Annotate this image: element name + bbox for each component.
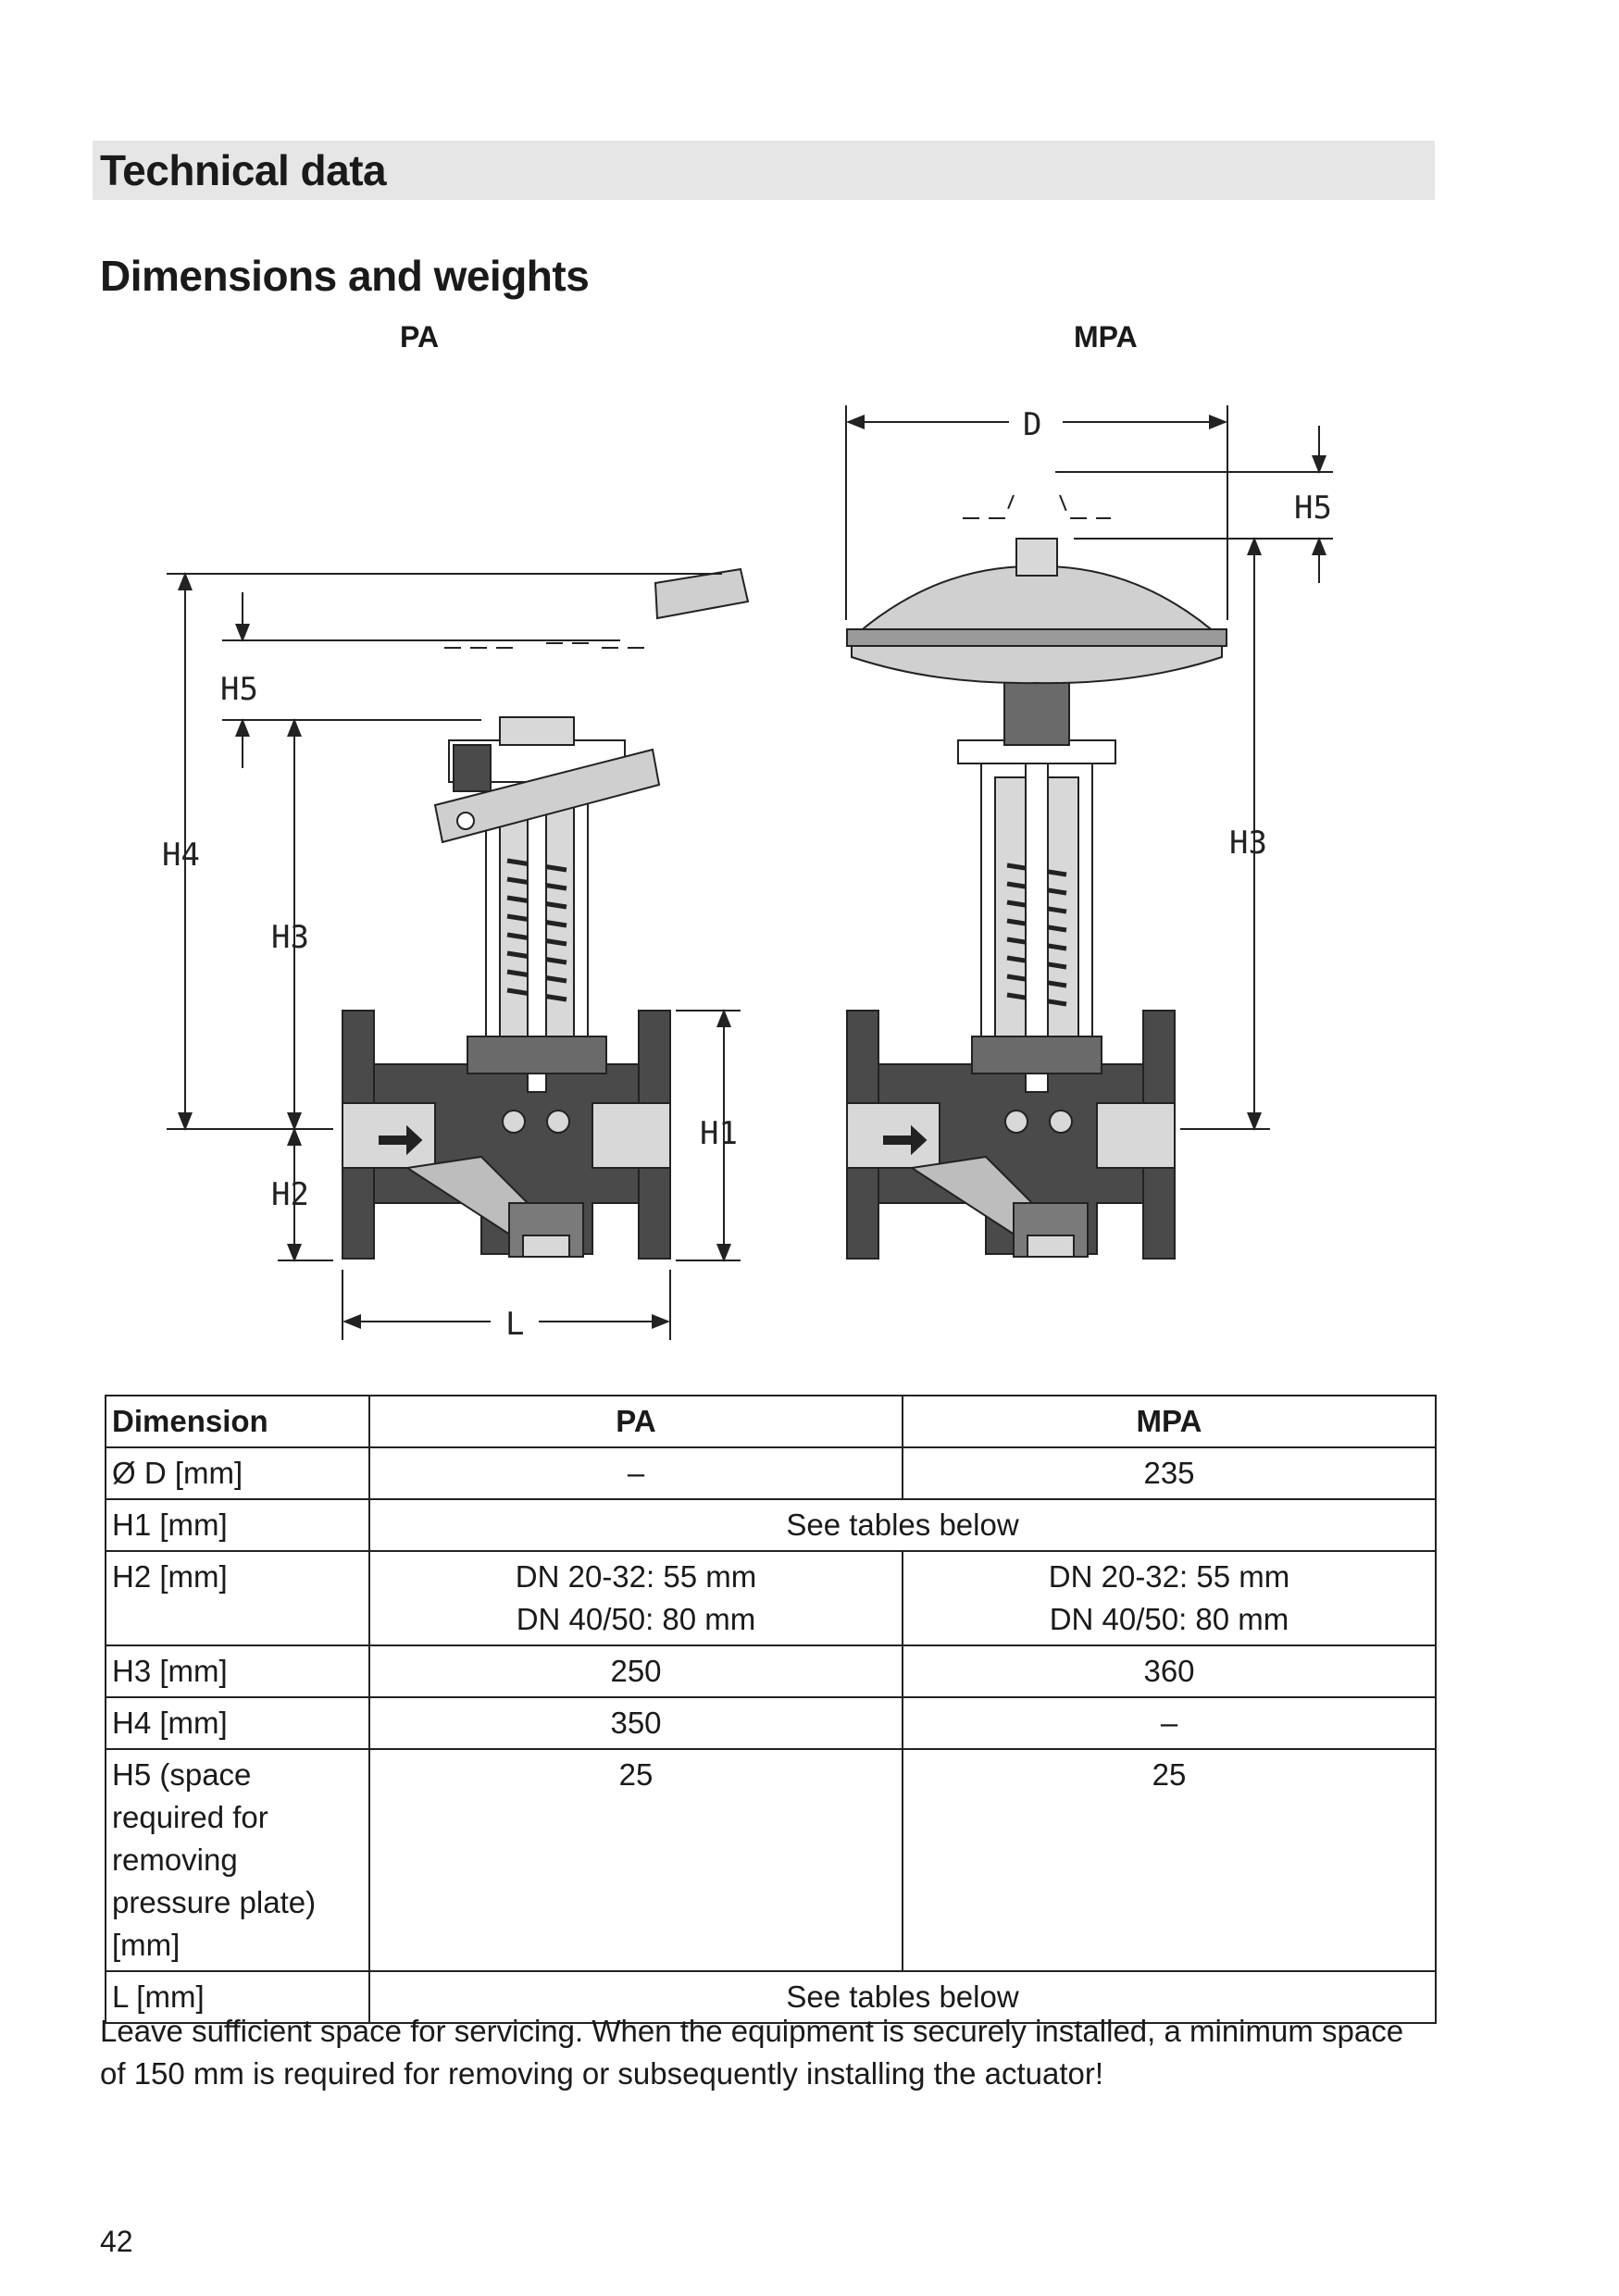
- cell-pa: 250: [368, 1644, 903, 1698]
- cell-pa: DN 20-32: 55 mm DN 40/50: 80 mm: [368, 1550, 903, 1646]
- valve-dimension-drawing: H5 H4 H3 H2 H1 L: [162, 405, 1333, 1343]
- cell-mpa: DN 20-32: 55 mm DN 40/50: 80 mm: [902, 1550, 1437, 1646]
- pa-dim-h3: H3: [271, 919, 309, 956]
- row-label: H5 (space required for removing pressure…: [105, 1748, 370, 1972]
- cell-mpa: 360: [902, 1644, 1437, 1698]
- mpa-dimension-lines: [845, 405, 1333, 1131]
- table-row: H4 [mm] 350 –: [105, 1696, 1437, 1750]
- row-label: H3 [mm]: [105, 1644, 370, 1698]
- pa-dimension-lines: [167, 572, 741, 1340]
- row-label: Ø D [mm]: [105, 1446, 370, 1500]
- cell-merged: See tables below: [368, 1970, 1437, 2024]
- row-label: L [mm]: [105, 1970, 370, 2024]
- figure-label-mpa: MPA: [1074, 320, 1138, 354]
- pa-dim-h1: H1: [700, 1115, 738, 1152]
- pa-valve-drawing: [342, 567, 750, 1260]
- page-number: 42: [100, 2225, 133, 2258]
- header-dimension: Dimension: [105, 1395, 370, 1448]
- table-row: H1 [mm] See tables below: [105, 1498, 1437, 1552]
- row-label: H4 [mm]: [105, 1696, 370, 1750]
- table-row: L [mm] See tables below: [105, 1970, 1437, 2024]
- table-row: H3 [mm] 250 360: [105, 1644, 1437, 1698]
- row-label: H1 [mm]: [105, 1498, 370, 1552]
- cell-pa: –: [368, 1446, 903, 1500]
- cell-line: DN 40/50: 80 mm: [516, 1602, 756, 1636]
- cell-line: DN 20-32: 55 mm: [1048, 1559, 1290, 1594]
- cell-mpa: –: [902, 1696, 1437, 1750]
- table-row: H5 (space required for removing pressure…: [105, 1748, 1437, 1972]
- mpa-dim-d: D: [1023, 406, 1041, 443]
- pa-dim-h5: H5: [220, 671, 258, 708]
- row-label: H2 [mm]: [105, 1550, 370, 1646]
- table-row: Ø D [mm] – 235: [105, 1446, 1437, 1500]
- cell-line: DN 20-32: 55 mm: [515, 1559, 757, 1594]
- cell-line: DN 40/50: 80 mm: [1049, 1602, 1289, 1636]
- cell-mpa: 235: [902, 1446, 1437, 1500]
- section-bar: [93, 141, 1435, 200]
- table-header-row: Dimension PA MPA: [105, 1395, 1437, 1448]
- pa-dim-l: L: [505, 1306, 524, 1343]
- cell-merged: See tables below: [368, 1498, 1437, 1552]
- section-title: Technical data: [100, 146, 387, 194]
- pa-dim-h2: H2: [271, 1176, 309, 1213]
- cell-pa: 25: [368, 1748, 903, 1972]
- subsection-title: Dimensions and weights: [100, 252, 590, 300]
- pa-dim-h4: H4: [162, 837, 200, 874]
- header-mpa: MPA: [902, 1395, 1437, 1448]
- servicing-note: Leave sufficient space for servicing. Wh…: [100, 2014, 1404, 2091]
- header-pa: PA: [368, 1395, 903, 1448]
- mpa-dim-h5: H5: [1294, 490, 1332, 527]
- cell-pa: 350: [368, 1696, 903, 1750]
- figure-label-pa: PA: [400, 320, 440, 354]
- mpa-dim-h3: H3: [1229, 825, 1267, 862]
- cell-mpa: 25: [902, 1748, 1437, 1972]
- dimensions-table: Dimension PA MPA Ø D [mm] – 235 H1 [mm] …: [105, 1395, 1437, 2024]
- table-row: H2 [mm] DN 20-32: 55 mm DN 40/50: 80 mm …: [105, 1550, 1437, 1646]
- mpa-valve-drawing: [846, 494, 1227, 1260]
